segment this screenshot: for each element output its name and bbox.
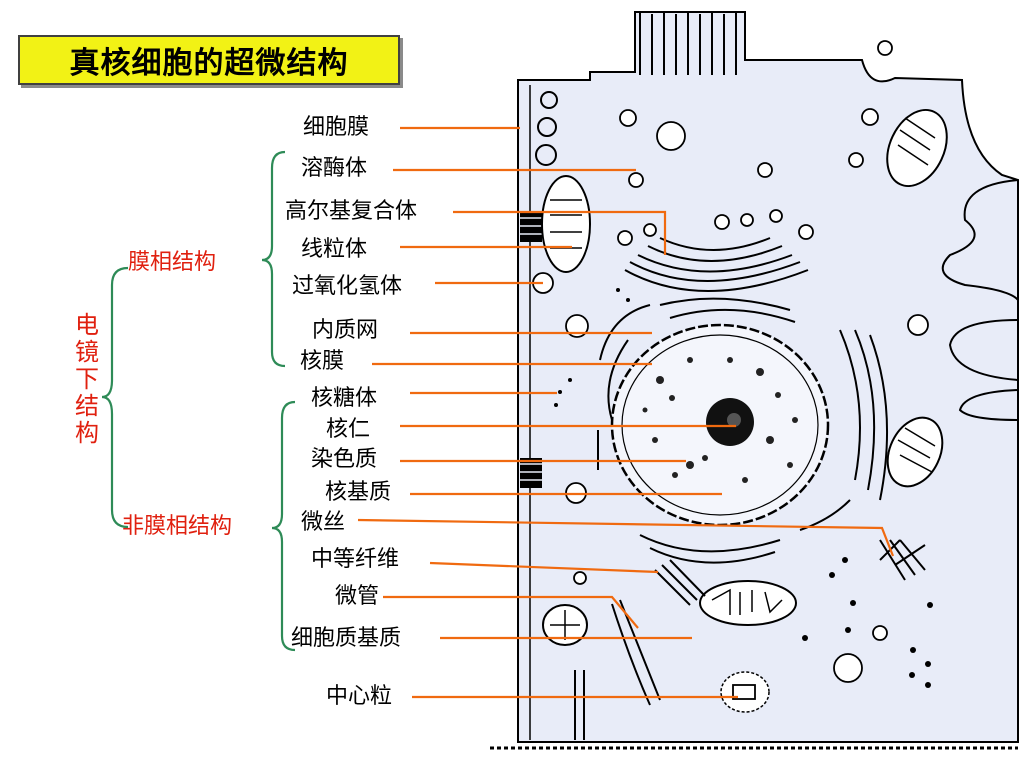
label-mitochondria: 线粒体: [301, 237, 368, 262]
category-non-membrane: 非膜相结构: [122, 514, 233, 539]
root-bracket: [101, 266, 129, 529]
right-membrane-folds: [941, 179, 1019, 421]
label-peroxisome: 过氧化氢体: [292, 274, 403, 299]
leader-microtubule: [383, 595, 639, 629]
leader-lines: [357, 126, 895, 699]
brackets: [101, 150, 296, 652]
label-nuclear-envelope: 核膜: [300, 349, 345, 374]
golgi-stacks: [624, 237, 809, 292]
mitochondrion: [886, 108, 948, 188]
label-centriole: 中心粒: [326, 684, 393, 709]
centriole-core: [732, 684, 756, 700]
pinocytic-vesicles: [535, 91, 558, 166]
mitochondrion: [699, 580, 797, 626]
mitochondrion: [541, 175, 591, 273]
nucleolus-center: [727, 413, 741, 427]
label-microtubule: 微管: [335, 584, 380, 609]
desmosome-lines: [520, 217, 542, 481]
category-membrane: 膜相结构: [128, 250, 217, 275]
slide-title: 真核细胞的超微结构: [69, 46, 349, 81]
leader-intermediate-filament: [429, 561, 659, 574]
label-lysosome: 溶酶体: [301, 156, 368, 181]
cytoskeleton: [574, 539, 926, 740]
label-nuclear-matrix: 核基质: [325, 480, 392, 505]
label-intermediate-filament: 中等纤维: [311, 547, 400, 572]
label-microfilament: 微丝: [301, 510, 346, 535]
root-label: 电镜下结构: [75, 311, 99, 447]
label-chromatin: 染色质: [311, 447, 378, 472]
label-golgi: 高尔基复合体: [285, 199, 418, 224]
label-ribosome: 核糖体: [311, 386, 378, 411]
chromatin-clumps: [642, 357, 798, 483]
leader-golgi: [453, 210, 667, 255]
free-ribosomes: [554, 288, 933, 688]
mitochondrion: [886, 416, 944, 488]
leader-microfilament: [357, 518, 895, 557]
label-cytoplasmic-matrix: 细胞质基质: [291, 626, 402, 651]
label-cell-membrane: 细胞膜: [303, 115, 370, 140]
mitochondria-cristae: [550, 117, 936, 640]
non-membrane-bracket: [271, 400, 296, 652]
endoplasmic-reticulum: [597, 297, 888, 564]
title-box: 真核细胞的超微结构: [18, 35, 400, 85]
vesicles: [532, 40, 929, 683]
microvilli: [639, 12, 737, 75]
label-er: 内质网: [312, 318, 379, 343]
cell-illustration: [490, 11, 1019, 750]
membrane-bracket: [261, 150, 286, 368]
label-nucleolus: 核仁: [326, 417, 371, 442]
